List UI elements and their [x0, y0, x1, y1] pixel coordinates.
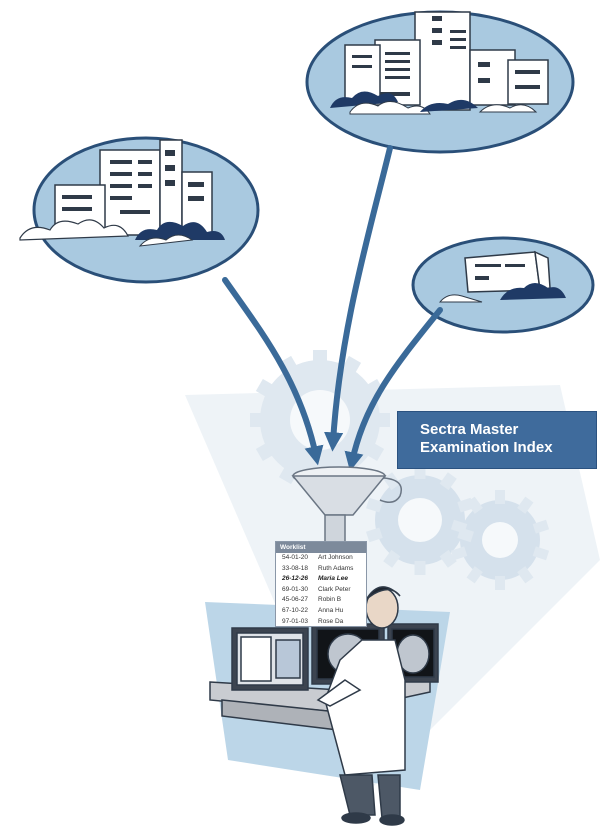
worklist-row: 45-06-27 Robin B — [276, 595, 366, 606]
worklist-row: 97-01-03 Rose Da — [276, 617, 366, 628]
label-line-2: Examination Index — [420, 439, 553, 456]
worklist-row-id: 67-10-22 — [282, 606, 309, 614]
worklist-row: 67-10-22 Anna Hu — [276, 606, 366, 617]
cloud-right-icon — [438, 283, 566, 303]
worklist-row-name: Clark Peter — [318, 585, 351, 593]
arrow-right-to-funnel — [344, 307, 443, 472]
worklist-row: 69-01-30 Clark Peter — [276, 585, 366, 596]
worklist-row-id: 26-12-26 — [282, 575, 309, 583]
building-right-icon — [464, 250, 551, 293]
worklist-row-name: Robin B — [318, 596, 342, 604]
cloud-left-icon — [19, 219, 225, 247]
worklist-row-id: 45-06-27 — [282, 596, 309, 604]
worklist-row-id: 33-08-18 — [282, 564, 309, 572]
building-top-icon — [344, 11, 549, 111]
worklist-row-name: Maria Lee — [318, 575, 348, 583]
worklist-title: Worklist — [276, 542, 366, 553]
worklist-row: 26-12-26 Maria Lee — [276, 574, 366, 585]
arrow-left-to-funnel — [222, 277, 324, 466]
worklist-row-id: 97-01-03 — [282, 617, 309, 625]
arrow-top-to-funnel — [324, 145, 393, 452]
worklist-row-name: Anna Hu — [318, 606, 344, 614]
cloud-top-icon — [330, 91, 538, 115]
data-flow-arrows — [222, 145, 443, 472]
worklist-row-id: 54-01-20 — [282, 554, 309, 561]
worklist-row-name: Ruth Adams — [318, 564, 354, 572]
worklist-row-name: Rose Da — [318, 617, 344, 625]
worklist-row-id: 69-01-30 — [282, 585, 309, 593]
worklist-row: 33-08-18 Ruth Adams — [276, 564, 366, 575]
worklist-row-name: Art Johnson — [318, 554, 353, 561]
worklist-panel: Worklist 54-01-20 Art Johnson 33-08-18 Ruth… — [275, 541, 367, 627]
doctor-figure — [316, 586, 406, 826]
sectra-master-examination-index-label: Sectra Master Examination Index — [397, 411, 597, 469]
gear-teeth — [250, 350, 550, 590]
label-line-1: Sectra Master — [420, 421, 519, 438]
worklist-row: 54-01-20 Art Johnson — [276, 553, 366, 564]
